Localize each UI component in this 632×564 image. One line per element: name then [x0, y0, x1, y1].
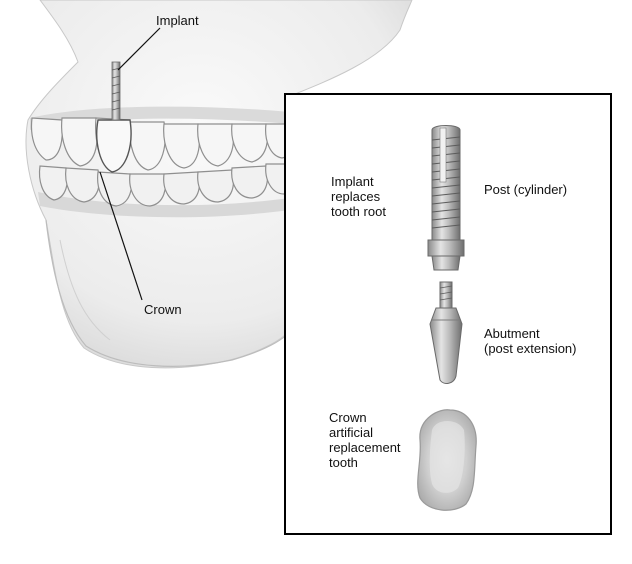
abutment-label: Abutment (post extension) [484, 326, 577, 356]
jaw-illustration [25, 0, 413, 369]
lower-gum [38, 192, 290, 218]
upper-gum [30, 106, 290, 130]
implant-label: Implant [156, 13, 199, 28]
chin-shadow [59, 239, 111, 341]
mandible-contour [45, 219, 291, 367]
crown-description-label: Crown artificial replacement tooth [329, 410, 401, 470]
abutment-piece [429, 281, 463, 384]
crown-highlight [429, 421, 465, 493]
embedded-implant-threads [111, 67, 121, 111]
implant-leader-line [117, 27, 161, 71]
implant-description-label: Implant replaces tooth root [331, 174, 386, 219]
embedded-implant [111, 61, 121, 121]
lower-teeth [38, 163, 291, 207]
crown-leader-line [99, 171, 143, 301]
post-cylinder-label: Post (cylinder) [484, 182, 568, 197]
crown-label: Crown [144, 302, 182, 317]
implant-crown-tooth [96, 119, 132, 173]
implant-post [427, 125, 465, 271]
